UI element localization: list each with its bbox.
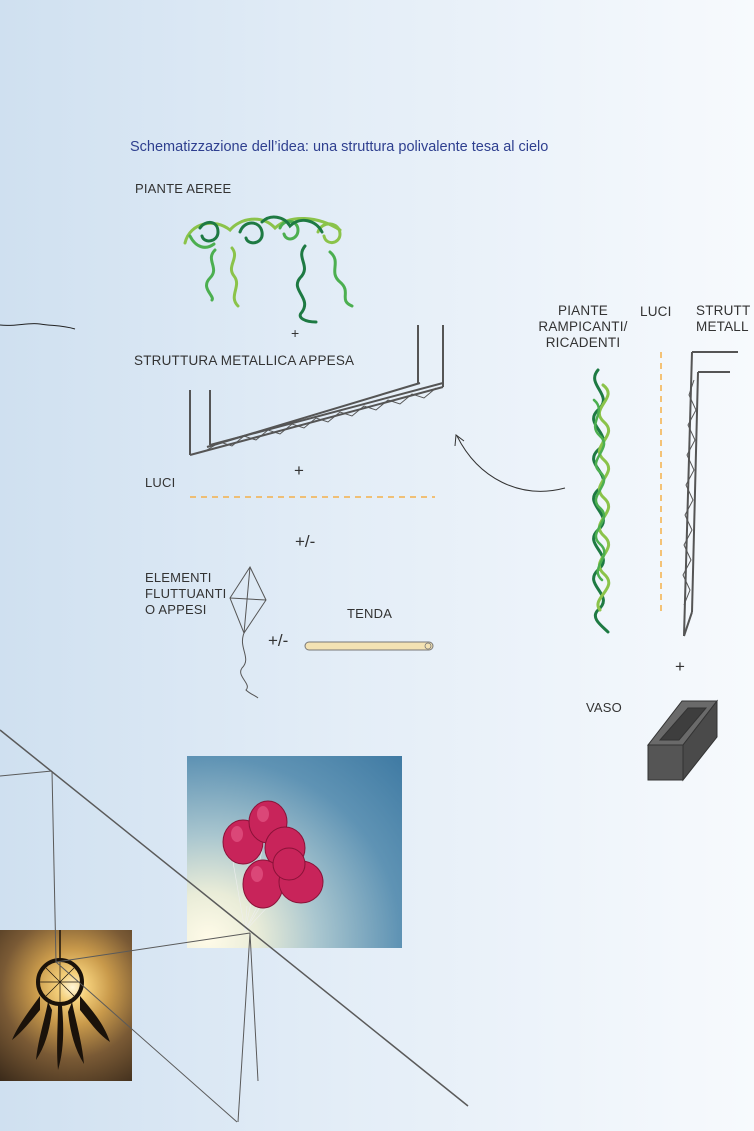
label-hanging-structure: STRUTTURA METALLICA APPESA [134, 353, 355, 368]
floating-line-1: ELEMENTI [145, 570, 212, 585]
red-balloons-photo [187, 756, 402, 948]
pot-icon [646, 699, 719, 782]
plus-sign-2: + [294, 461, 304, 480]
label-lights-right: LUCI [640, 304, 672, 319]
stray-line [0, 323, 76, 330]
tension-cables [0, 729, 469, 1123]
floating-line-3: O APPESI [145, 602, 207, 617]
label-air-plants: PIANTE AEREE [135, 181, 232, 196]
climbing-line-1: PIANTE [558, 303, 608, 318]
metal-line-2: METALL [696, 319, 749, 334]
label-floating-elements: ELEMENTI FLUTTUANTI O APPESI [145, 570, 226, 618]
swirl-plant-icon [183, 215, 354, 324]
label-climbing-plants: PIANTE RAMPICANTI/ RICADENTI [528, 303, 638, 351]
curtain-roll-icon [304, 641, 434, 651]
label-curtain: TENDA [347, 606, 393, 621]
climbing-line-2: RAMPICANTI/ [538, 319, 628, 334]
kite-icon [229, 565, 267, 699]
floating-line-2: FLUTTUANTI [145, 586, 227, 601]
plus-minus-2: +/- [268, 631, 289, 650]
metal-line-1: STRUTT [696, 303, 751, 318]
climbing-plant-icon [592, 368, 611, 634]
diagram-title: Schematizzazione dell’idea: una struttur… [130, 139, 549, 155]
label-pot: VASO [586, 700, 622, 715]
plus-sign-3: + [675, 657, 685, 676]
climbing-line-3: RICADENTI [545, 335, 621, 350]
arrow-icon [454, 434, 566, 492]
vertical-truss-icon [682, 351, 738, 637]
label-metal-structure: STRUTT METALL [696, 303, 754, 335]
dreamcatcher-sunset-photo [0, 930, 132, 1081]
label-lights-left: LUCI [145, 475, 176, 490]
plus-minus-1: +/- [295, 532, 316, 551]
plus-sign-1: + [291, 325, 300, 341]
truss-icon [189, 325, 444, 456]
